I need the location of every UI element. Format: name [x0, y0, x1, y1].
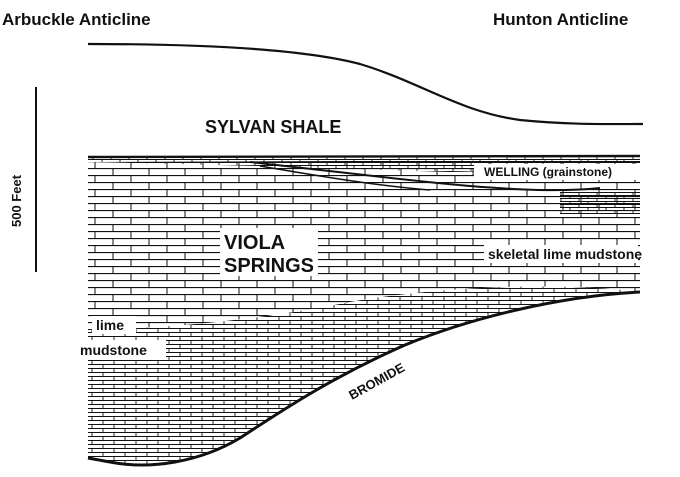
arbuckle-anticline-label: Arbuckle Anticline — [2, 10, 151, 29]
lime-label: lime — [96, 317, 124, 333]
sylvan-shale-label: SYLVAN SHALE — [205, 117, 341, 137]
welling-label: WELLING (grainstone) — [484, 165, 612, 179]
sylvan-top-surface — [88, 44, 643, 124]
grainstone-patch — [560, 192, 640, 214]
viola-label-line2: SPRINGS — [224, 255, 314, 277]
hunton-anticline-label: Hunton Anticline — [493, 10, 628, 29]
mudstone-label: mudstone — [80, 342, 147, 358]
viola-label-line1: VIOLA — [224, 232, 285, 254]
scale-label: 500 Feet — [9, 174, 24, 227]
skeletal-lime-mudstone-label: skeletal lime mudstone — [488, 246, 642, 262]
